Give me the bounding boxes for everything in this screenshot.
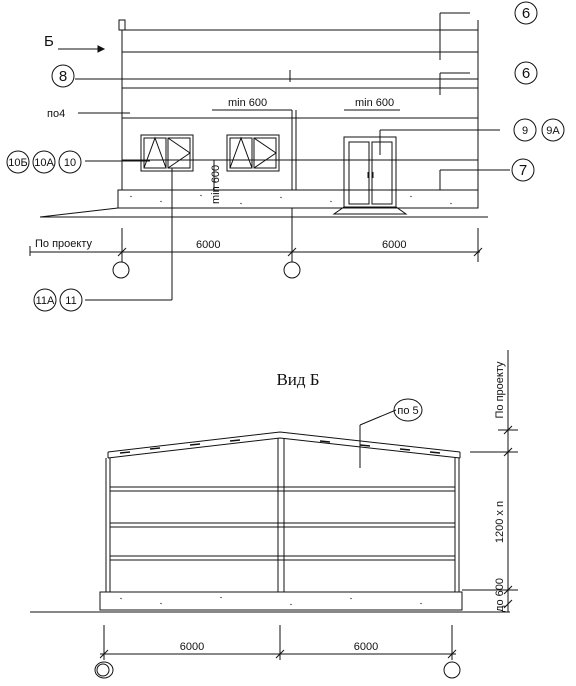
callout-7: 7 <box>519 162 527 179</box>
callout-9-circle <box>513 118 537 142</box>
top-elevation <box>6 1 565 312</box>
axis-bubble-1 <box>112 261 130 279</box>
bottom-elevation <box>30 350 518 679</box>
top-dim-6000-right: 6000 <box>382 239 406 251</box>
roof-dashes <box>119 439 441 454</box>
bottom-dim-6000-right: 6000 <box>354 641 378 653</box>
po5-label: по 5 <box>397 405 418 417</box>
window-1 <box>140 134 194 172</box>
callout-9A: 9А <box>546 125 560 137</box>
view-marker-label: Б <box>44 33 54 50</box>
callout-11A: 11А <box>36 295 55 307</box>
callout-6b: 6 <box>522 65 530 82</box>
axis-bubble-2 <box>283 261 301 279</box>
callout-11A-circle <box>33 288 57 312</box>
roof-outer <box>107 431 461 453</box>
bottom-axis-bubble-1 <box>94 661 114 679</box>
view-arrow-head <box>97 45 106 53</box>
callout-10A-circle <box>32 150 56 174</box>
callout-10B: 10Б <box>8 157 27 169</box>
callout-11-circle <box>59 288 83 312</box>
callout-10-circle <box>58 150 82 174</box>
bottom-dim-6000-left: 6000 <box>180 641 204 653</box>
callout-8: 8 <box>59 68 67 85</box>
callout-10A: 10А <box>34 157 54 169</box>
dim-po600-label: до 600 <box>494 578 506 612</box>
callout-6a: 6 <box>522 5 530 22</box>
callout-10B-circle <box>6 150 30 174</box>
callout-6b-circle <box>514 61 538 85</box>
callout-6a-circle <box>514 1 538 25</box>
callout-8-circle <box>51 64 75 88</box>
callout-9: 9 <box>522 125 528 137</box>
bottom-axis-bubble-2 <box>443 661 461 679</box>
top-dim-6000-left: 6000 <box>196 239 220 251</box>
foundation-plinth <box>117 189 479 209</box>
po4-label: по4 <box>47 108 65 120</box>
double-door <box>332 136 408 215</box>
callout-po5-circle <box>393 398 423 422</box>
dim-1200n-label: 1200 x n <box>494 501 506 543</box>
vid-b-title: Вид Б <box>276 370 319 389</box>
min600-right-label: min 600 <box>355 97 394 109</box>
min600-left-label: min 600 <box>228 97 267 109</box>
min600-vertical-label: min 600 <box>210 165 222 204</box>
callout-10: 10 <box>64 157 76 169</box>
bottom-foundation <box>99 591 463 611</box>
po-proektu-vertical-label: По проекту <box>494 361 506 418</box>
po-proektu-label: По проекту <box>35 238 92 250</box>
left-post-cap <box>118 19 126 31</box>
callout-7-circle <box>511 158 535 182</box>
callout-11: 11 <box>65 295 76 307</box>
callout-9A-circle <box>541 118 565 142</box>
roof-inner <box>107 437 461 459</box>
window-2 <box>226 134 280 172</box>
